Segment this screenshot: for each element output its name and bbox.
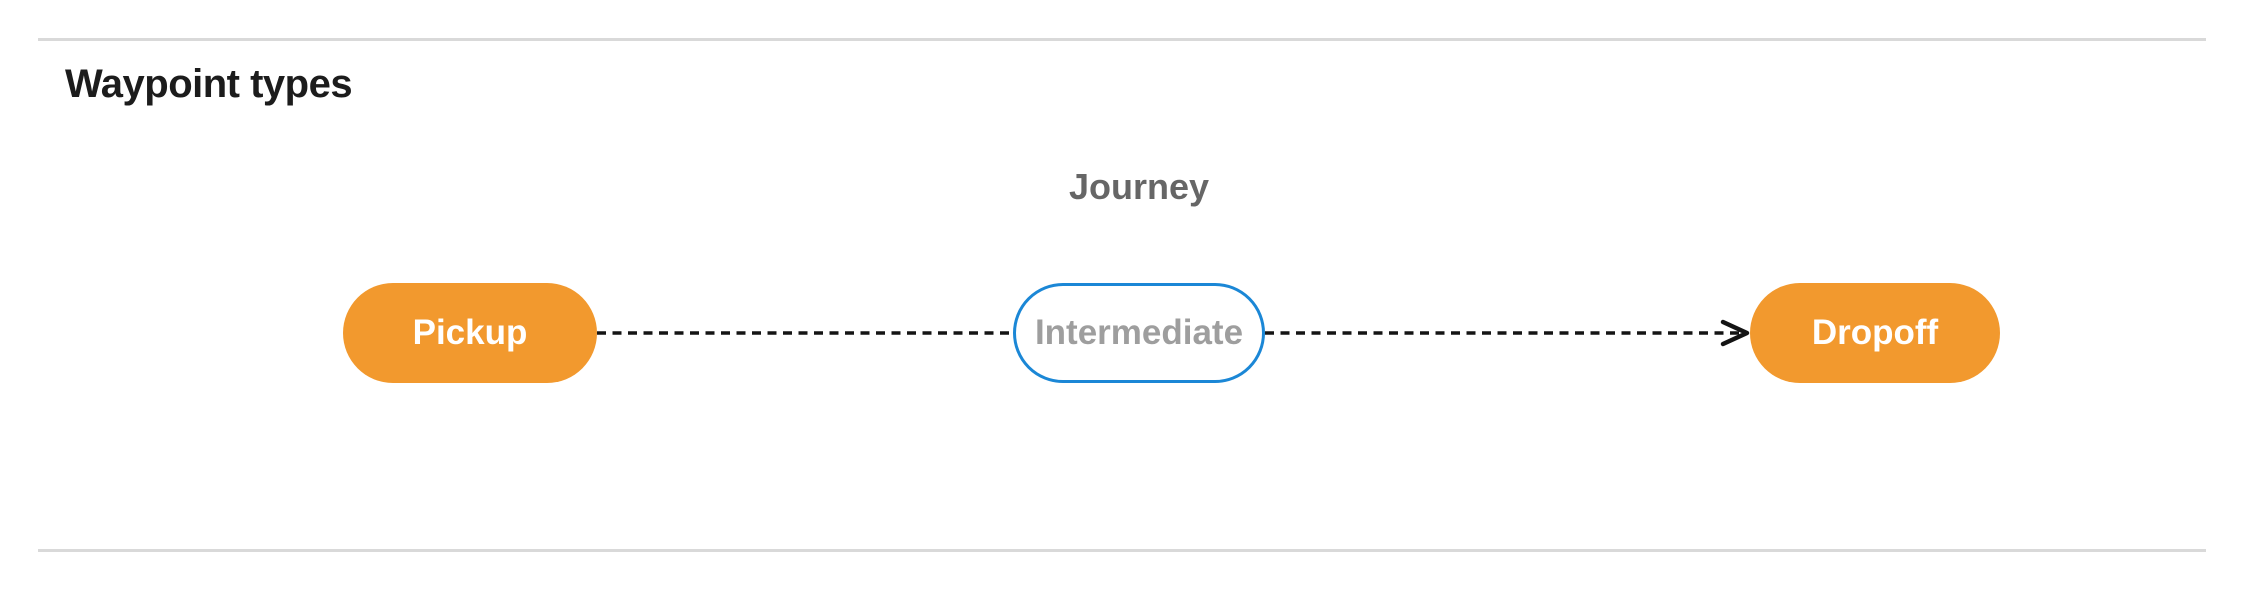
edge-pickup-to-intermediate — [597, 331, 1013, 335]
bottom-divider — [38, 549, 2206, 552]
arrowhead-icon — [1720, 319, 1750, 347]
top-divider — [38, 38, 2206, 41]
edge-intermediate-to-dropoff — [1265, 319, 1750, 347]
dropoff-node: Dropoff — [1750, 283, 2000, 383]
journey-group-label: Journey — [1068, 166, 1210, 207]
pickup-node: Pickup — [343, 283, 597, 383]
intermediate-node: Intermediate — [1013, 283, 1265, 383]
page-title: Waypoint types — [65, 62, 353, 106]
